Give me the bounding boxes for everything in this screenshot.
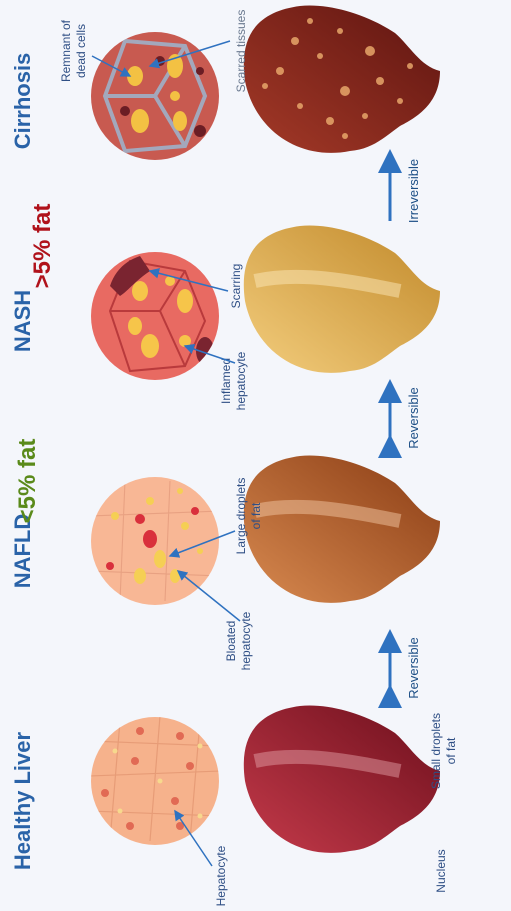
- label-scarring: Scarring: [229, 264, 243, 309]
- title-healthy-liver: Healthy Liver: [10, 731, 35, 870]
- transition-nash-cirrhosis: Irreversible: [390, 159, 421, 223]
- label-reversible-1: Reversible: [406, 637, 421, 698]
- fat-low-label: <5% fat: [14, 439, 41, 524]
- label-scarred-tissues: Scarred tissues: [234, 10, 248, 93]
- label-nucleus: Nucleus: [434, 849, 448, 892]
- transition-healthy-nafld: Reversible: [390, 637, 421, 698]
- label-large-droplets-2: of fat: [249, 502, 263, 529]
- label-small-droplets-2: of fat: [444, 737, 458, 764]
- fat-high-label: >5% fat: [29, 204, 56, 289]
- tissue-healthy: [90, 716, 220, 845]
- label-bloated-2: hepatocyte: [239, 611, 253, 670]
- liver-nash: [244, 226, 440, 373]
- label-small-droplets-1: Small droplets: [429, 713, 443, 789]
- label-large-droplets-1: Large droplets: [234, 478, 248, 555]
- title-nafld: NAFLD: [10, 514, 35, 589]
- label-inflamed-2: hepatocyte: [234, 351, 248, 410]
- label-irreversible: Irreversible: [406, 159, 421, 223]
- transition-nafld-nash: Reversible: [390, 387, 421, 448]
- label-hepatocyte: Hepatocyte: [214, 845, 228, 906]
- tissue-nash: [91, 252, 219, 380]
- label-remnant-1: Remnant of: [59, 19, 73, 82]
- label-reversible-2: Reversible: [406, 387, 421, 448]
- liver-cirrhosis: [244, 6, 440, 153]
- title-cirrhosis: Cirrhosis: [10, 53, 35, 150]
- label-inflamed-1: Inflamed: [219, 358, 233, 404]
- liver-nafld: [244, 456, 440, 603]
- tissue-nafld: [90, 477, 220, 605]
- label-remnant-2: dead cells: [74, 24, 88, 78]
- label-bloated-1: Bloated: [224, 621, 238, 662]
- title-nash: NASH: [10, 290, 35, 352]
